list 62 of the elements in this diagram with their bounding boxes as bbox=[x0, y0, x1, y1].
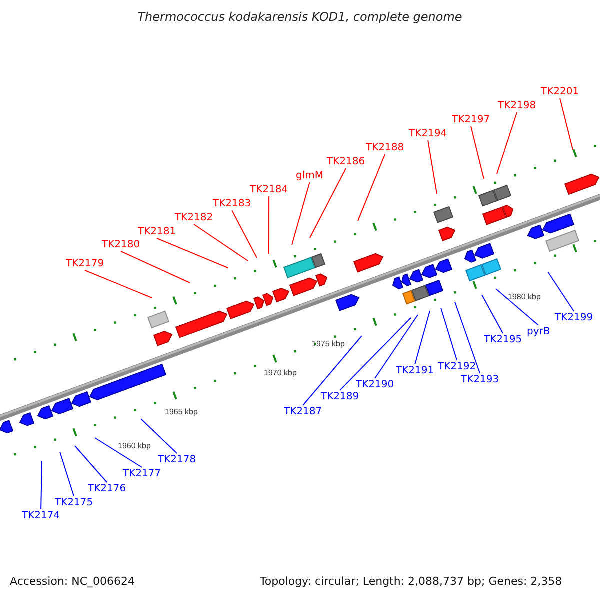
gene-label: TK2181 bbox=[138, 226, 176, 238]
leader-line bbox=[302, 336, 362, 406]
gene-label: TK2175 bbox=[55, 498, 94, 508]
gene-label: TK2177 bbox=[123, 468, 162, 480]
gene-label: TK2195 bbox=[484, 334, 522, 346]
gene-label: TK2179 bbox=[66, 258, 104, 270]
gene-label: glmM bbox=[296, 170, 324, 182]
gene-label: TK2191 bbox=[396, 366, 434, 376]
leader-line bbox=[560, 98, 574, 150]
gene-label: TK2193 bbox=[461, 374, 500, 386]
gene-label: TK2183 bbox=[213, 198, 252, 210]
leader-line bbox=[140, 418, 178, 454]
leader-line bbox=[310, 168, 347, 238]
diagram-title: Thermococcus kodakarensis KOD1, complete genome bbox=[136, 10, 464, 24]
leader-line bbox=[428, 140, 438, 194]
leader-line bbox=[470, 126, 484, 180]
gene-label: pyrB bbox=[527, 326, 550, 338]
scale-label: 1965 kbp bbox=[165, 408, 198, 418]
gene-label: TK2199 bbox=[555, 312, 594, 324]
leader-line bbox=[340, 318, 412, 391]
leader-line bbox=[482, 294, 504, 334]
leader-line bbox=[496, 112, 518, 174]
footer-text: Accession: NC_006624 bbox=[10, 576, 136, 588]
leader-line bbox=[84, 270, 152, 298]
gene-label: TK2176 bbox=[88, 484, 126, 494]
scale-label: 1975 kbp bbox=[312, 340, 345, 350]
leader-line bbox=[120, 251, 190, 284]
gene-label: TK2180 bbox=[102, 240, 140, 250]
gene-label: TK2190 bbox=[356, 380, 394, 390]
gene-label: TK2182 bbox=[175, 212, 214, 224]
gene-label: TK2174 bbox=[22, 510, 60, 522]
gene-label: TK2201 bbox=[541, 86, 580, 98]
gene-label: TK2187 bbox=[284, 406, 322, 418]
gene-label: TK2194 bbox=[409, 128, 448, 140]
leader-line bbox=[374, 314, 418, 379]
footer-text: Topology: circular; Length: 2,088,737 bp; Genes: 2,358 bbox=[260, 576, 562, 588]
gene-label: TK2178 bbox=[158, 454, 196, 466]
leader-line bbox=[292, 182, 310, 246]
gene-label: TK2189 bbox=[321, 392, 360, 402]
leader-line bbox=[440, 308, 458, 361]
leader-line bbox=[414, 310, 430, 365]
leader-line bbox=[74, 446, 108, 483]
leader-line bbox=[268, 196, 270, 254]
gene-label: TK2184 bbox=[250, 184, 288, 196]
leader-line bbox=[454, 302, 481, 374]
leader-line bbox=[40, 460, 42, 510]
gene-label: TK2198 bbox=[498, 100, 536, 112]
gene-label: TK2197 bbox=[452, 114, 490, 126]
leader-line bbox=[94, 438, 143, 468]
gene-label: TK2186 bbox=[327, 156, 366, 168]
scale-label: 1970 kbp bbox=[264, 370, 297, 378]
leader-line bbox=[60, 452, 75, 497]
leader-line bbox=[548, 272, 575, 312]
leader-line bbox=[496, 288, 540, 326]
leader-line bbox=[194, 224, 248, 262]
leader-line bbox=[358, 154, 386, 222]
scale-label: 1980 kbp bbox=[508, 294, 541, 302]
gene-label: TK2192 bbox=[438, 362, 476, 372]
scale-label: 1960 kbp bbox=[118, 442, 151, 452]
gene-label: TK2188 bbox=[366, 142, 404, 154]
leader-line bbox=[156, 238, 228, 268]
leader-line bbox=[232, 210, 258, 258]
